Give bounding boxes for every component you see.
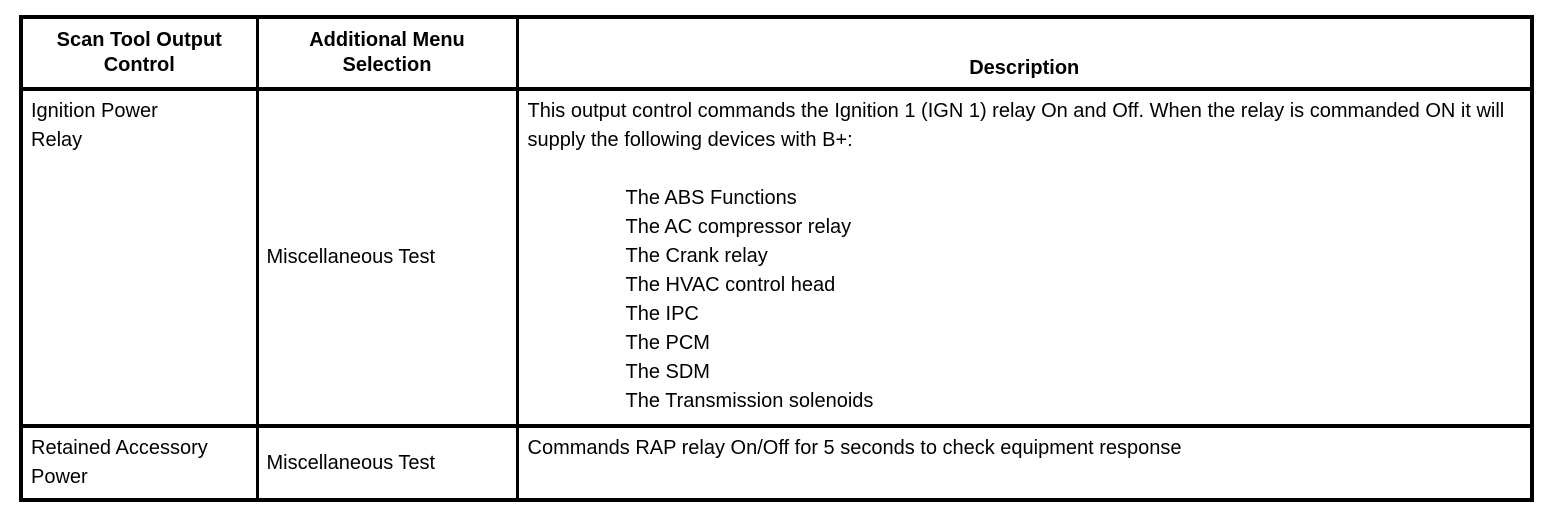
list-item: The Crank relay	[625, 245, 768, 267]
list-item: The SDM	[625, 361, 710, 383]
cell-control-retained-accessory-power: Retained Accessory Power	[21, 424, 257, 500]
list-item: The ABS Functions	[625, 187, 797, 209]
scan-tool-output-control-table: Scan Tool Output Control Additional Menu…	[19, 15, 1534, 502]
table-row: Ignition Power Relay Miscellaneous Test …	[21, 89, 1532, 426]
list-item: The Transmission solenoids	[625, 390, 874, 412]
list-item: The HVAC control head	[625, 274, 836, 296]
cell-menu-selection-retained-accessory-power: Miscellaneous Test	[255, 424, 517, 500]
description-intro-text: This output control commands the Ignitio…	[527, 100, 1505, 151]
column-header-additional-menu-selection: Additional Menu Selection	[255, 17, 517, 91]
description-intro-text: Commands RAP relay On/Off for 5 seconds …	[527, 437, 1182, 459]
list-item: The IPC	[625, 303, 699, 325]
cell-control-ignition-power-relay: Ignition Power Relay	[21, 89, 257, 426]
menu-selection-label: Miscellaneous Test	[266, 246, 436, 268]
cell-description-ignition-power-relay: This output control commands the Ignitio…	[515, 89, 1532, 426]
powered-device-list: The ABS Functions The AC compressor rela…	[528, 184, 1523, 416]
menu-selection-label: Miscellaneous Test	[266, 451, 436, 474]
cell-menu-selection-ignition-power-relay: Miscellaneous Test	[255, 89, 517, 426]
column-header-description: Description	[515, 17, 1532, 91]
control-label: Ignition Power Relay	[31, 100, 158, 151]
column-header-scan-tool-output-control: Scan Tool Output Control	[21, 17, 257, 91]
cell-description-retained-accessory-power: Commands RAP relay On/Off for 5 seconds …	[515, 424, 1532, 500]
list-item: The PCM	[625, 332, 710, 354]
list-item: The AC compressor relay	[625, 216, 852, 238]
table-row: Retained Accessory Power Miscellaneous T…	[21, 424, 1532, 500]
control-label: Retained Accessory Power	[31, 437, 208, 488]
table-header-row: Scan Tool Output Control Additional Menu…	[21, 17, 1532, 91]
